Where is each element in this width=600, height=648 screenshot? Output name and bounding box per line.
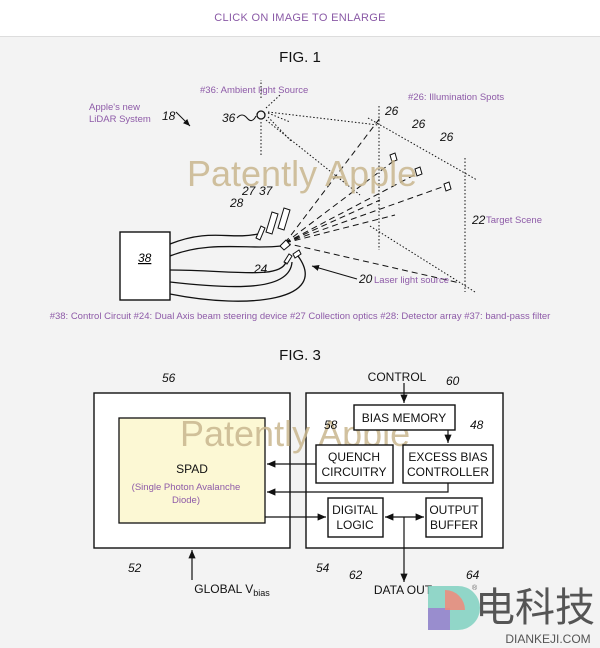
spots-label: #26: Illumination Spots xyxy=(408,92,504,103)
svg-text:52: 52 xyxy=(128,561,142,575)
target-scene-frame xyxy=(367,106,478,293)
optics xyxy=(255,207,302,265)
svg-text:QUENCH: QUENCH xyxy=(328,450,380,464)
svg-text:LOGIC: LOGIC xyxy=(336,518,374,532)
fig1-title: FIG. 1 xyxy=(279,49,321,66)
svg-text:DIANKEJI.COM: DIANKEJI.COM xyxy=(505,632,590,646)
ref-38: 38 xyxy=(138,251,152,265)
ref-37: 37 xyxy=(259,184,274,198)
bias-memory-label: BIAS MEMORY xyxy=(362,411,446,425)
watermark: Patently Apple xyxy=(187,153,417,194)
ref-36: 36 xyxy=(222,111,236,125)
svg-text:48: 48 xyxy=(470,418,484,432)
ambient-rays xyxy=(260,80,379,196)
fig1-caption: #38: Control Circuit #24: Dual Axis beam… xyxy=(50,311,551,322)
connectors xyxy=(188,383,452,582)
svg-text:CONTROLLER: CONTROLLER xyxy=(407,465,489,479)
svg-text:58: 58 xyxy=(324,418,338,432)
spad-desc-2: Diode) xyxy=(172,495,200,506)
laser-label: Laser light source xyxy=(374,275,449,286)
excess-bias-box xyxy=(402,444,494,484)
spad-desc-1: (Single Photon Avalanche xyxy=(132,482,241,493)
ref-26a: 26 xyxy=(384,104,399,118)
enlarge-link[interactable]: CLICK ON IMAGE TO ENLARGE xyxy=(214,12,386,24)
cables xyxy=(169,233,306,302)
ref-22: 22 xyxy=(471,213,486,227)
data-out-label: DATA OUT xyxy=(374,583,433,597)
ref-28: 28 xyxy=(229,196,244,210)
svg-text:OUTPUT: OUTPUT xyxy=(429,503,479,517)
spad-label: SPAD xyxy=(176,462,208,476)
output-buffer-box xyxy=(425,497,483,538)
svg-text:56: 56 xyxy=(162,371,176,385)
ref-26b: 26 xyxy=(411,117,426,131)
digital-logic-box xyxy=(327,497,384,538)
bias-memory-box xyxy=(353,404,456,431)
svg-text:DIGITAL: DIGITAL xyxy=(332,503,378,517)
arrow-18 xyxy=(175,111,191,127)
global-vbias-label: GLOBAL Vbias xyxy=(194,582,270,598)
svg-text:62: 62 xyxy=(349,568,363,582)
ref-27: 27 xyxy=(241,184,257,198)
fig3: FIG. 3 Patently Apple SPAD (Single Photo… xyxy=(93,347,504,598)
ambient-label: #36: Ambient light Source xyxy=(200,85,308,96)
svg-text:54: 54 xyxy=(316,561,330,575)
figure-background xyxy=(0,37,600,648)
ref-26c: 26 xyxy=(439,130,454,144)
ref-24: 24 xyxy=(253,262,268,276)
svg-text:BUFFER: BUFFER xyxy=(430,518,478,532)
svg-text:60: 60 xyxy=(446,374,460,388)
ref-18: 18 xyxy=(162,109,176,123)
quench-box xyxy=(315,444,394,484)
svg-text:EXCESS BIAS: EXCESS BIAS xyxy=(408,450,487,464)
fig1: FIG. 1 #36: Ambient light Source #26: Il… xyxy=(50,49,551,322)
svg-text:电科技: 电科技 xyxy=(475,586,595,630)
control-label: CONTROL xyxy=(368,370,427,384)
spad-box xyxy=(118,417,266,524)
svg-text:64: 64 xyxy=(466,568,480,582)
illumination-spots xyxy=(389,152,452,192)
header-bar: CLICK ON IMAGE TO ENLARGE xyxy=(0,0,600,37)
laser-beams xyxy=(284,117,461,284)
system-label-2: LiDAR System xyxy=(89,114,151,125)
ref-20: 20 xyxy=(358,272,373,286)
target-label: Target Scene xyxy=(486,215,542,226)
svg-text:®: ® xyxy=(472,584,478,592)
system-label-1: Apple's new xyxy=(89,102,140,113)
control-circuit-box xyxy=(119,231,171,301)
fig3-title: FIG. 3 xyxy=(279,347,321,364)
diankeji-logo: 电科技 ® DIANKEJI.COM xyxy=(428,584,595,646)
ambient-light-icon xyxy=(256,110,266,120)
svg-text:CIRCUITRY: CIRCUITRY xyxy=(321,465,386,479)
